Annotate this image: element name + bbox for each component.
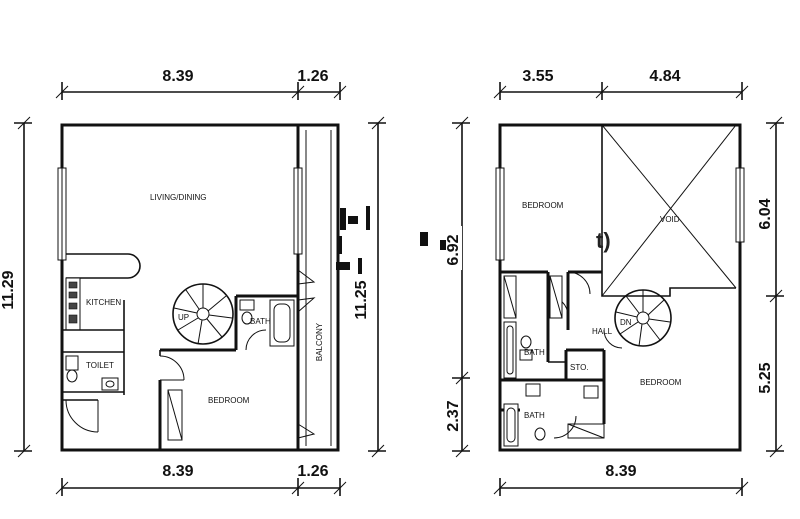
room-label-bath-upper: BATH — [524, 348, 545, 357]
spiral-stair: UP — [172, 283, 234, 345]
upper-wardrobes — [503, 275, 605, 439]
room-label-kitchen: KITCHEN — [86, 298, 121, 307]
right-bottom-dimension: 8.39 — [493, 463, 749, 496]
dimension-label: 6.92 — [445, 234, 462, 265]
upper-bath-2: BATH — [503, 383, 599, 447]
room-label-balcony: BALCONY — [315, 322, 324, 361]
kitchen-counter — [66, 253, 141, 279]
kitchen-area: KITCHEN — [62, 277, 125, 352]
left-vertical-dimension: 11.29 — [0, 116, 32, 458]
right-vertical-dimension: 6.04 5.25 — [757, 116, 784, 458]
room-label-sto: STO. — [570, 363, 589, 372]
room-label-bedroom-upper-2: BEDROOM — [640, 378, 682, 387]
dimension-label: 8.39 — [605, 463, 636, 480]
room-label-living-dining: LIVING/DINING — [150, 193, 206, 202]
room-label-bath: BATH — [250, 317, 271, 326]
dimension-label: 1.26 — [297, 68, 328, 85]
room-label-bath-upper-2: BATH — [524, 411, 545, 420]
ground-floor-plan: 8.39 1.26 8.39 1.26 11.29 — [0, 68, 386, 496]
right-top-dimension: 3.55 4.84 — [493, 68, 749, 100]
room-label-void: VOID — [660, 215, 680, 224]
watermark-fragment: t) — [596, 228, 611, 253]
ground-outer-walls — [57, 123, 340, 452]
watermark: t) — [336, 206, 611, 274]
balcony-doors — [297, 269, 316, 439]
dimension-label: 4.84 — [649, 68, 680, 85]
ground-interior-walls — [158, 294, 298, 450]
dimension-label: 2.37 — [445, 400, 462, 431]
dimension-label: 1.26 — [297, 463, 328, 480]
stair-label-down: DN — [620, 318, 632, 327]
ground-bath: BATH — [239, 299, 295, 351]
void-area: VOID — [601, 124, 737, 297]
stair-label-up: UP — [178, 313, 189, 322]
entrance-door — [62, 399, 99, 433]
room-label-toilet: TOILET — [86, 361, 114, 370]
toilet-area: TOILET — [62, 351, 125, 395]
room-label-bedroom: BEDROOM — [208, 396, 250, 405]
dimension-label: 11.29 — [0, 270, 17, 309]
left-bottom-dimension: 8.39 1.26 — [55, 463, 347, 496]
dimension-label: 5.25 — [757, 362, 774, 393]
right-inner-vertical-dimension: 6.92 2.37 — [440, 116, 470, 458]
upper-outer-walls — [495, 123, 745, 452]
dimension-label: 8.39 — [162, 68, 193, 85]
upper-bath-1: BATH — [503, 321, 545, 379]
upper-floor-plan: 3.55 4.84 8.39 6.04 5.25 — [440, 68, 784, 496]
room-label-bedroom-upper: BEDROOM — [522, 201, 564, 210]
dimension-label: 3.55 — [522, 68, 553, 85]
left-top-dimension: 8.39 1.26 — [55, 68, 347, 100]
dimension-label: 11.25 — [353, 280, 370, 319]
left-inner-vertical-dimension: 11.25 — [346, 116, 386, 458]
dimension-label: 8.39 — [162, 463, 193, 480]
dimension-label: 6.04 — [757, 198, 774, 229]
spiral-stair-upper: DN — [614, 289, 672, 347]
room-label-hall: HALL — [592, 327, 613, 336]
